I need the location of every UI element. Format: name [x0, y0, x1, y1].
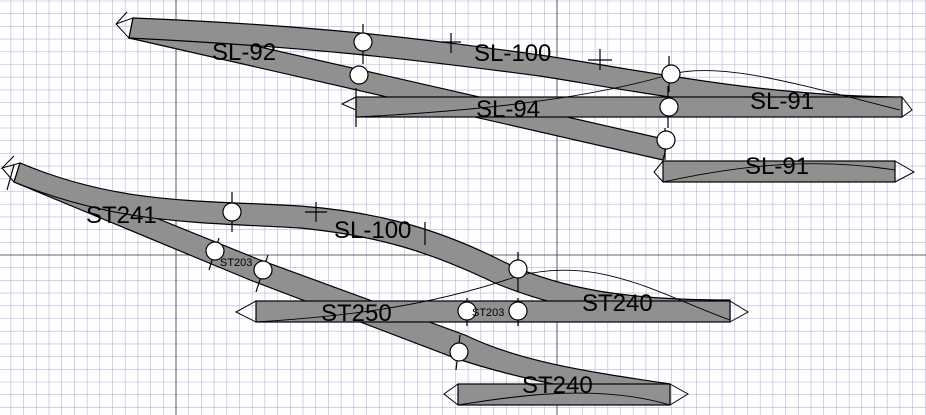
curve-guide-line [457, 392, 671, 406]
end-marker [443, 383, 459, 406]
track-piece-sl-91-upper[interactable] [355, 96, 903, 118]
track-piece-st240-lower[interactable] [457, 383, 671, 406]
track-joint[interactable] [349, 65, 369, 85]
joint-tick [6, 164, 15, 191]
end-marker [340, 96, 357, 111]
end-marker [234, 300, 257, 323]
track-label-st241: ST241 [86, 202, 157, 229]
track-label-sl-92: SL-92 [212, 39, 276, 66]
track-joint[interactable] [656, 130, 676, 150]
upper-track-group: SL-92 SL-100 SL-94 SL-91 SL-91 [115, 11, 916, 183]
track-joint[interactable] [508, 301, 528, 321]
track-piece-st240-upper[interactable] [255, 300, 731, 323]
end-marker [115, 11, 134, 39]
track-joint[interactable] [222, 202, 242, 222]
track-joint[interactable] [659, 97, 679, 117]
track-joint[interactable] [205, 241, 225, 261]
track-joint[interactable] [508, 259, 528, 279]
track-joint[interactable] [253, 260, 273, 280]
track-label-sl-91-upper: SL-91 [750, 88, 814, 115]
end-marker [669, 383, 689, 406]
track-joint[interactable] [457, 301, 477, 321]
track-joint[interactable] [661, 64, 681, 84]
track-label-sl-100-top: SL-100 [474, 40, 551, 67]
track-label-sl-91-lower: SL-91 [745, 153, 809, 180]
end-marker [0, 155, 21, 183]
track-label-sl-94: SL-94 [476, 96, 540, 123]
track-joint[interactable] [449, 342, 469, 362]
track-label-st240-upper: ST240 [582, 290, 653, 317]
end-marker [653, 160, 664, 183]
curve-guide-line [662, 163, 896, 183]
end-marker [901, 96, 913, 118]
track-label-sl-100-bottom: SL-100 [334, 217, 411, 244]
track-joint[interactable] [353, 32, 373, 52]
end-marker [894, 160, 916, 183]
track-label-st203-right: ST203 [472, 307, 504, 319]
end-marker [729, 300, 749, 323]
track-label-st250: ST250 [321, 300, 392, 327]
lower-track-group: ST241 SL-100 ST203 ST250 ST203 ST240 ST2… [0, 155, 749, 406]
track-label-st240-lower: ST240 [522, 372, 593, 399]
track-piece-sl-91-lower[interactable] [662, 160, 896, 183]
track-label-st203-left: ST203 [220, 257, 252, 269]
